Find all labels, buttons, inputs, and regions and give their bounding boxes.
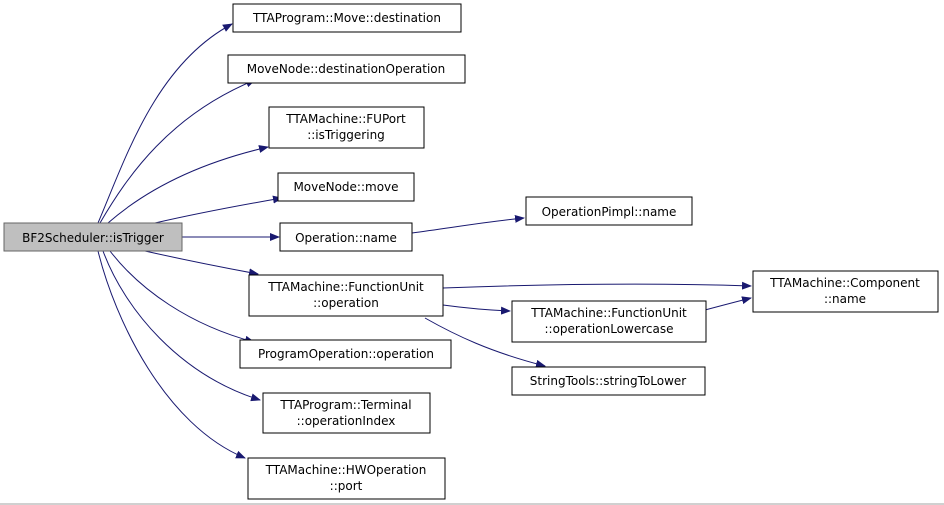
node-label: StringTools::stringToLower bbox=[530, 374, 687, 388]
node-label-line1: TTAMachine::FunctionUnit bbox=[267, 280, 424, 294]
edge-n7-to-n9 bbox=[442, 304, 511, 315]
edge-root-to-n4 bbox=[154, 195, 283, 224]
node-operationpimpl-name[interactable]: OperationPimpl::name bbox=[525, 196, 693, 226]
node-programoperation-operation[interactable]: ProgramOperation::operation bbox=[239, 339, 452, 369]
edge-root-to-n13 bbox=[97, 250, 246, 459]
nodes: BF2Scheduler::isTrigger TTAProgram::Move… bbox=[3, 3, 939, 500]
node-move-destination[interactable]: TTAProgram::Move::destination bbox=[232, 3, 462, 33]
node-stringtools-stringtolower[interactable]: StringTools::stringToLower bbox=[511, 366, 706, 396]
node-label-line2: ::operationLowercase bbox=[545, 322, 674, 336]
node-label: ProgramOperation::operation bbox=[258, 347, 434, 361]
node-label-line1: TTAProgram::Terminal bbox=[279, 398, 411, 412]
edge-root-to-n7 bbox=[144, 250, 259, 277]
node-label: BF2Scheduler::isTrigger bbox=[22, 231, 164, 245]
edge-root-to-n3 bbox=[107, 145, 269, 224]
node-component-name[interactable]: TTAMachine::Component ::name bbox=[752, 270, 939, 313]
node-functionunit-operationlowercase[interactable]: TTAMachine::FunctionUnit ::operationLowe… bbox=[511, 300, 707, 343]
edges bbox=[97, 23, 752, 459]
node-label-line2: ::operation bbox=[313, 296, 379, 310]
node-label: OperationPimpl::name bbox=[542, 205, 677, 219]
node-label-line2: ::isTriggering bbox=[307, 128, 385, 142]
node-label: MoveNode::destinationOperation bbox=[247, 62, 446, 76]
edge-n9-to-n8 bbox=[704, 296, 752, 311]
edge-n5-to-n6 bbox=[411, 214, 525, 234]
node-label-line1: TTAMachine::Component bbox=[769, 276, 920, 290]
node-operation-name[interactable]: Operation::name bbox=[279, 222, 413, 252]
node-label-line2: ::operationIndex bbox=[297, 414, 396, 428]
edge-root-to-n1 bbox=[97, 23, 233, 224]
node-label-line2: ::port bbox=[330, 479, 363, 493]
edge-root-to-n11 bbox=[109, 250, 255, 344]
node-fuport-istriggering[interactable]: TTAMachine::FUPort ::isTriggering bbox=[268, 106, 425, 149]
node-label: MoveNode::move bbox=[293, 180, 398, 194]
node-terminal-operationindex[interactable]: TTAProgram::Terminal ::operationIndex bbox=[262, 392, 431, 434]
node-movenode-move[interactable]: MoveNode::move bbox=[277, 172, 415, 202]
node-label: Operation::name bbox=[295, 231, 397, 245]
edge-root-to-n2 bbox=[99, 79, 256, 224]
node-hwoperation-port[interactable]: TTAMachine::HWOperation ::port bbox=[247, 457, 446, 500]
node-label-line2: ::name bbox=[824, 292, 866, 306]
node-label-line1: TTAMachine::FUPort bbox=[285, 112, 406, 126]
node-functionunit-operation[interactable]: TTAMachine::FunctionUnit ::operation bbox=[248, 274, 444, 317]
edge-n7-to-n10 bbox=[424, 317, 546, 368]
node-bf2scheduler-istrigger[interactable]: BF2Scheduler::isTrigger bbox=[3, 222, 183, 252]
edge-root-to-n12 bbox=[102, 250, 261, 402]
node-label: TTAProgram::Move::destination bbox=[252, 11, 441, 25]
node-label-line1: TTAMachine::FunctionUnit bbox=[530, 306, 687, 320]
edge-n7-to-n8 bbox=[442, 281, 752, 290]
node-label-line1: TTAMachine::HWOperation bbox=[265, 463, 427, 477]
node-movenode-destinationoperation[interactable]: MoveNode::destinationOperation bbox=[227, 54, 466, 84]
